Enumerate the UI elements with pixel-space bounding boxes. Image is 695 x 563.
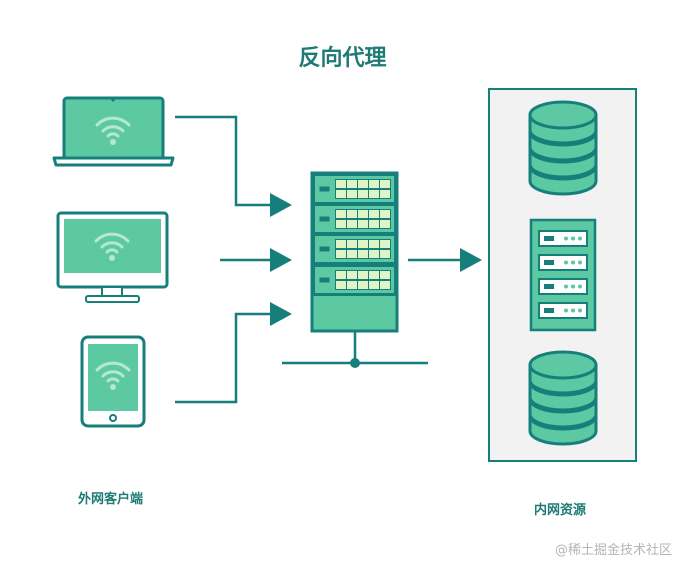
laptop-icon [52,96,175,167]
clients-label: 外网客户端 [78,492,144,507]
proxy-connector [408,248,482,272]
resources-label: 内网资源 [534,503,587,518]
diagram-title: 反向代理 [298,46,387,71]
watermark: @稀土掘金技术社区 [555,543,673,558]
arrow-icon [270,193,292,217]
proxy-server-icon [282,171,428,368]
client-connectors [175,115,272,404]
arrow-icon [270,302,292,326]
tablet-icon [80,335,146,428]
database-icon [528,350,598,446]
desktop-monitor-icon [56,211,169,303]
arrow-icon [460,248,482,272]
application-server-icon [529,218,597,332]
arrow-icon [270,248,292,272]
database-icon [528,100,598,196]
